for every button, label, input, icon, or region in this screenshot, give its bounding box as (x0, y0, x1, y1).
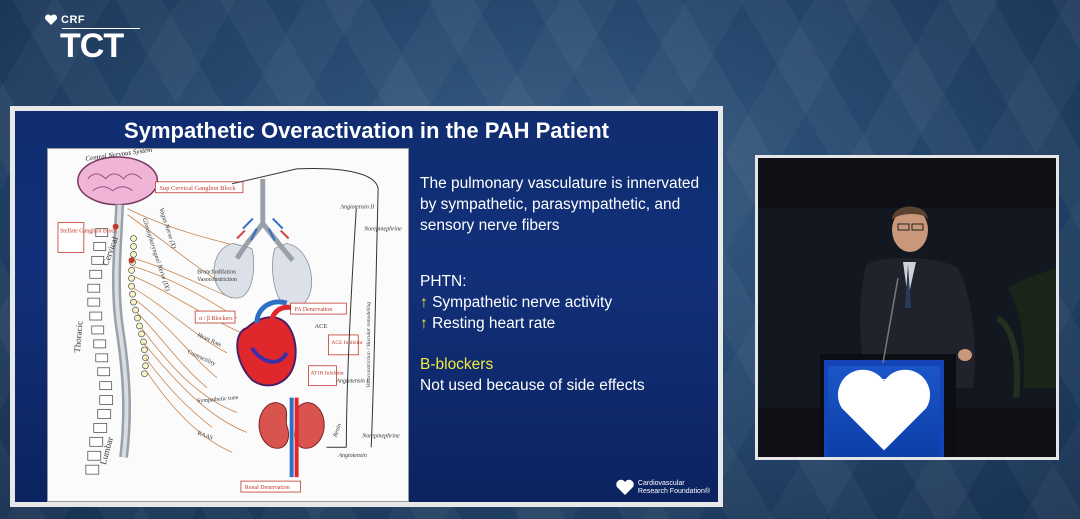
label-angiotensin: Angiotensin (337, 453, 366, 459)
bblockers-text: Not used because of side effects (420, 377, 645, 394)
bblockers-heading: B-blockers (420, 356, 494, 373)
label-renal-denervation: Renal Denervation (245, 485, 290, 491)
kidney-shape (258, 397, 325, 478)
phtn-item-2: ↑ Resting heart rate (420, 315, 556, 332)
label-thoracic: Thoracic (72, 320, 85, 353)
speaker-video: CRF TCT (758, 158, 1056, 457)
lungs-shape (213, 178, 313, 309)
nerve-fibers (127, 208, 248, 453)
label-angiotensin-ii: Angiotensin II (339, 205, 375, 211)
label-angiotensin-i: Angiotensin I (335, 379, 369, 385)
label-vasoconstriction: Vasoconstriction (197, 277, 237, 283)
speaker-video-panel: CRF TCT (755, 155, 1059, 460)
label-ab-blockers: α / β Blockers (199, 316, 233, 322)
label-vasoconstriction-remodeling: Vasoconstriction / Vascular remodeling (366, 302, 372, 388)
sympathetic-diagram: Central Nervous System (47, 146, 409, 502)
slide: Sympathetic Overactivation in the PAH Pa… (15, 111, 718, 502)
label-pa-denervation: PA Denervation (295, 307, 333, 313)
label-sympathetic-tone: Sympathetic tone (197, 395, 239, 405)
crf-heart-icon (616, 479, 634, 495)
label-bronchodilation: Bronchodilation (197, 269, 236, 275)
logo-crf-text: CRF (61, 14, 86, 26)
label-ace-inhibitor: ACE Inhibitor (331, 340, 363, 346)
phtn-block: PHTN: ↑ Sympathetic nerve activity ↑ Res… (420, 271, 612, 334)
phtn-item-1: ↑ Sympathetic nerve activity (420, 294, 613, 311)
label-ace: ACE (315, 323, 328, 330)
label-at1r-inhibitor: AT1R Inhibitor (311, 371, 345, 377)
label-stellate: Stellate Ganglion Block (60, 229, 117, 235)
tct-logo: CRF TCT (44, 14, 140, 65)
label-norepinephrine-2: Norepinephrine (361, 433, 400, 439)
flow-arrows (231, 168, 379, 448)
crf-footer-line1: Cardiovascular (637, 479, 685, 487)
label-renin: Renin (332, 423, 343, 439)
crf-heart-icon (837, 369, 931, 451)
label-heart-rate: Heart Rate (196, 332, 222, 348)
slide-panel: Sympathetic Overactivation in the PAH Pa… (10, 106, 723, 507)
up-arrow-icon: ↑ (420, 315, 428, 332)
crf-heart-icon (44, 14, 58, 25)
bblockers-block: B-blockers Not used because of side effe… (420, 354, 645, 396)
up-arrow-icon: ↑ (420, 294, 428, 311)
label-raas: RAAS (196, 431, 213, 442)
phtn-heading: PHTN: (420, 273, 467, 290)
vertebrae (85, 228, 114, 475)
label-contractility: Contractility (186, 349, 216, 367)
crf-slide-logo: Cardiovascular Research Foundation® (615, 479, 710, 496)
slide-title: Sympathetic Overactivation in the PAH Pa… (124, 118, 609, 143)
pulmonary-vasculature-text: The pulmonary vasculature is innervated … (420, 175, 700, 234)
brain-shape (77, 156, 159, 206)
podium-tct-logo: CRF TCT (828, 366, 940, 457)
logo-tct-text: TCT (60, 27, 124, 65)
label-sup-cervical: Sup Cervical Ganglion Block (159, 185, 236, 192)
label-norepinephrine: Norepinephrine (363, 227, 402, 233)
ganglia-chain (128, 235, 149, 378)
crf-footer-line2: Research Foundation® (637, 487, 710, 495)
